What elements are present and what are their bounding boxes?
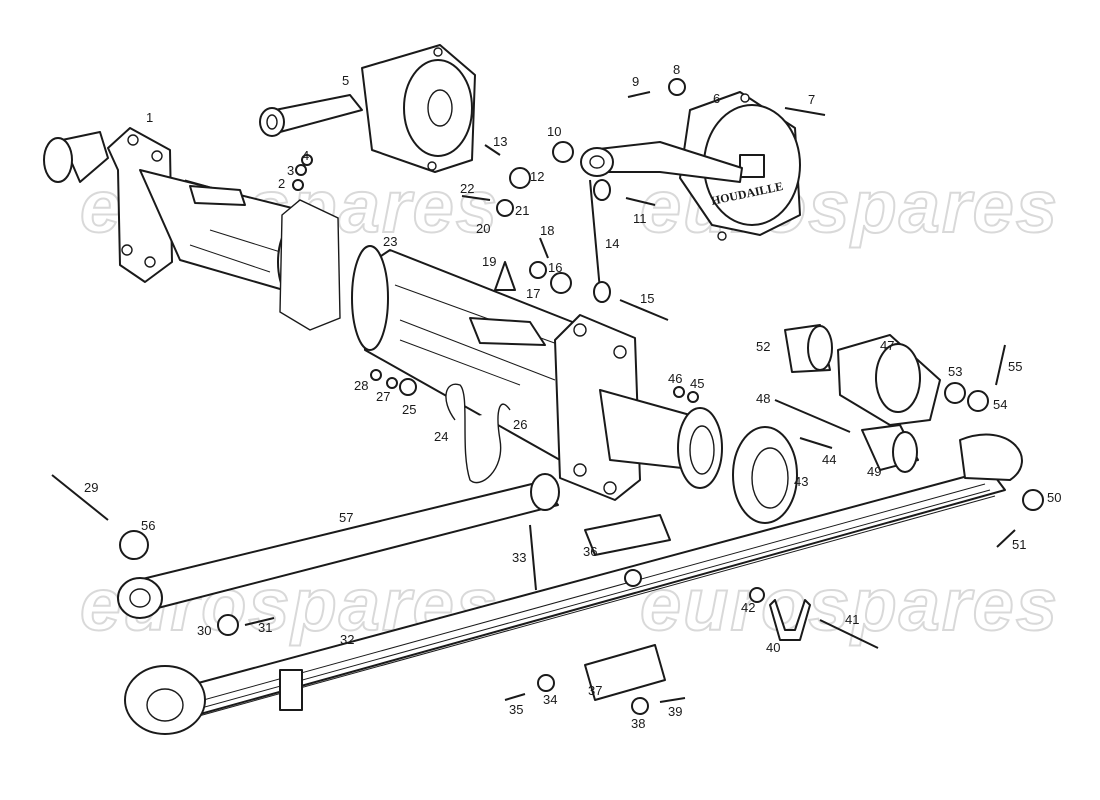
callout-10: 10 [547,124,561,139]
callout-1: 1 [146,110,153,125]
callout-53: 53 [948,364,962,379]
callout-15: 15 [640,291,654,306]
callout-57: 57 [339,510,353,525]
watermarks: eurospares eurospares eurospares eurospa… [79,164,1058,647]
callout-38: 38 [631,716,645,731]
callout-49: 49 [867,464,881,479]
callout-48: 48 [756,391,770,406]
bolts [51,107,879,649]
radius-arm [117,473,560,619]
shock-link [593,179,611,303]
nuts [119,78,1044,715]
callout-50: 50 [1047,490,1061,505]
callout-17: 17 [526,286,540,301]
callout-41: 41 [845,612,859,627]
callout-33: 33 [512,550,526,565]
callout-2: 2 [278,176,285,191]
callout-25: 25 [402,402,416,417]
axle-housing-center [351,245,723,501]
axle-housing-left [43,127,341,331]
callout-9: 9 [632,74,639,89]
callout-55: 55 [1008,359,1022,374]
callout-19: 19 [482,254,496,269]
callout-22: 22 [460,181,474,196]
callout-27: 27 [376,389,390,404]
spring-plate-37 [584,644,666,701]
clamp-bracket [769,599,811,641]
callout-36: 36 [583,544,597,559]
callout-12: 12 [530,169,544,184]
callout-8: 8 [673,62,680,77]
shock-absorber-left [259,44,476,173]
callout-54: 54 [993,397,1007,412]
callout-4: 4 [302,148,309,163]
callout-44: 44 [822,452,836,467]
callout-52: 52 [756,339,770,354]
callout-39: 39 [668,704,682,719]
callout-32: 32 [340,632,354,647]
callout-11: 11 [633,211,647,226]
callout-56: 56 [141,518,155,533]
pins [244,91,1016,703]
hub-flange [732,426,798,524]
callout-5: 5 [342,73,349,88]
callout-16: 16 [548,260,562,275]
callout-26: 26 [513,417,527,432]
callout-30: 30 [197,623,211,638]
shock-absorber-right: HOUDAILLE [580,91,801,241]
callout-labels: 1 2 3 4 5 6 7 8 9 10 11 12 13 14 15 16 1… [84,62,1061,731]
callout-42: 42 [741,600,755,615]
spring-pad-36 [584,514,671,556]
callout-34: 34 [543,692,557,707]
callout-45: 45 [690,376,704,391]
callout-35: 35 [509,702,523,717]
callout-6: 6 [713,91,720,106]
callout-13: 13 [493,134,507,149]
callout-46: 46 [668,371,682,386]
leaf-spring [124,433,1023,735]
callout-24: 24 [434,429,448,444]
callout-47: 47 [880,338,894,353]
plates [584,514,671,701]
callout-14: 14 [605,236,619,251]
callout-3: 3 [287,163,294,178]
callout-43: 43 [794,474,808,489]
callout-18: 18 [540,223,554,238]
callout-21: 21 [515,203,529,218]
callout-7: 7 [808,92,815,107]
callout-40: 40 [766,640,780,655]
callout-37: 37 [588,683,602,698]
callout-51: 51 [1012,537,1026,552]
callout-20: 20 [476,221,490,236]
callout-31: 31 [258,620,272,635]
callout-29: 29 [84,480,98,495]
callout-23: 23 [383,234,397,249]
bushings [784,324,941,473]
callout-28: 28 [354,378,368,393]
